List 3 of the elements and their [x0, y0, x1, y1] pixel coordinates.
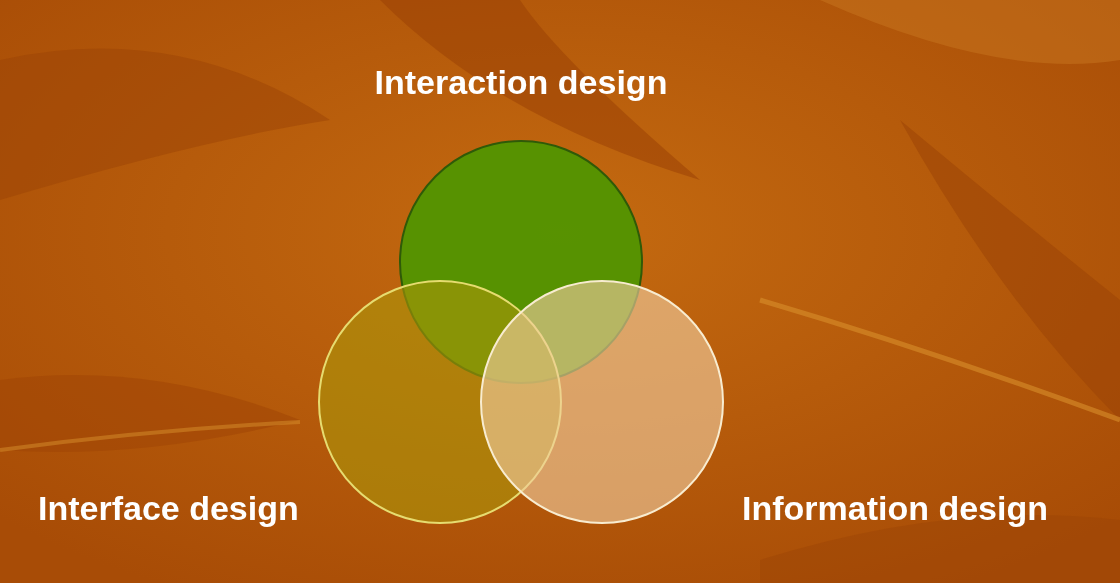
circle-label: Interface design — [38, 488, 299, 529]
circle-label: Information design — [742, 488, 1048, 529]
circle-label: Interaction design — [373, 62, 669, 103]
